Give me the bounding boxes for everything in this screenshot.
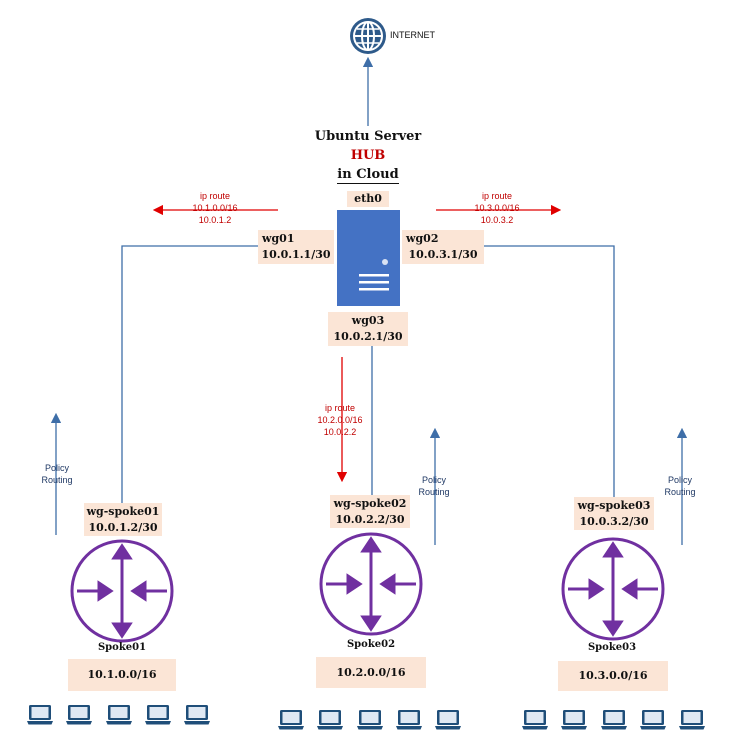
- route-left-label: ip route 10.1.0.0/16 10.0.1.2: [180, 190, 250, 226]
- spoke01-iface: wg-spoke01: [86, 505, 160, 518]
- eth0-box: eth0: [347, 191, 389, 207]
- spoke02-ip: 10.0.2.2/30: [335, 513, 405, 526]
- policy-label-spoke02: Policy Routing: [410, 474, 458, 498]
- laptop-icon: [522, 710, 548, 730]
- laptop-icon: [278, 710, 304, 730]
- spoke01-ip: 10.0.1.2/30: [88, 521, 158, 534]
- policy-spoke01-l1: Policy: [44, 463, 69, 473]
- policy-spoke01-l2: Routing: [41, 475, 73, 485]
- laptop-icon: [66, 705, 92, 725]
- hub-title: Ubuntu Server: [314, 129, 422, 144]
- router-icon: [70, 539, 174, 643]
- spoke02-lan-box: 10.2.0.0/16: [316, 657, 426, 688]
- wg01-box: wg01 10.0.1.1/30: [258, 230, 334, 264]
- laptop-row: [27, 705, 705, 730]
- spoke03-iface: wg-spoke03: [577, 499, 651, 512]
- route-center-l2: 10.2.0.0/16: [317, 415, 363, 425]
- route-center-l1: ip route: [324, 403, 356, 413]
- route-right-l2: 10.3.0.0/16: [474, 203, 520, 213]
- spoke02-iface-box: wg-spoke02 10.0.2.2/30: [330, 495, 410, 528]
- router-icon: [561, 537, 665, 641]
- laptop-group-spoke03: [522, 710, 705, 730]
- spoke02-iface: wg-spoke02: [333, 497, 407, 510]
- laptop-group-spoke01: [27, 705, 210, 725]
- wg03-name: wg03: [351, 314, 385, 327]
- laptop-icon: [317, 710, 343, 730]
- route-left-l1: ip route: [199, 191, 231, 201]
- spoke03-ip: 10.0.3.2/30: [579, 515, 649, 528]
- globe-icon: [350, 18, 386, 54]
- hub-location-wrap: in Cloud: [298, 167, 438, 184]
- policy-label-spoke03: Policy Routing: [656, 474, 704, 498]
- policy-spoke03-l2: Routing: [664, 487, 696, 497]
- wg02-name: wg02: [406, 232, 439, 245]
- laptop-group-spoke02: [278, 710, 461, 730]
- hub-location: in Cloud: [337, 167, 399, 184]
- route-right-l1: ip route: [481, 191, 513, 201]
- spoke01-lan-box: 10.1.0.0/16: [68, 659, 176, 691]
- spoke01-name: Spoke01: [97, 642, 147, 653]
- route-center-l3: 10.0.2.2: [323, 427, 357, 437]
- hub-spoke01-link: [121, 245, 258, 503]
- route-left-l3: 10.0.1.2: [198, 215, 232, 225]
- internet-label: INTERNET: [390, 30, 435, 40]
- hub-role: HUB: [350, 148, 386, 163]
- hub-spoke03-link: [484, 245, 615, 497]
- laptop-icon: [601, 710, 627, 730]
- wg02-ip: 10.0.3.1/30: [408, 248, 478, 261]
- laptop-icon: [184, 705, 210, 725]
- spoke02-name: Spoke02: [346, 639, 396, 650]
- laptop-icon: [106, 705, 132, 725]
- spoke01-iface-box: wg-spoke01 10.0.1.2/30: [84, 503, 162, 536]
- laptop-icon: [396, 710, 422, 730]
- policy-spoke02-l2: Routing: [418, 487, 450, 497]
- spoke03-lan-box: 10.3.0.0/16: [558, 661, 668, 691]
- wg02-box: wg02 10.0.3.1/30: [402, 230, 484, 264]
- laptop-icon: [561, 710, 587, 730]
- spoke03-lan: 10.3.0.0/16: [578, 669, 648, 682]
- route-center-label: ip route 10.2.0.0/16 10.0.2.2: [305, 402, 375, 438]
- wg01-ip: 10.0.1.1/30: [261, 248, 331, 261]
- laptop-icon: [357, 710, 383, 730]
- router-icon: [319, 532, 423, 636]
- spoke01-lan: 10.1.0.0/16: [87, 668, 157, 681]
- route-right-label: ip route 10.3.0.0/16 10.0.3.2: [462, 190, 532, 226]
- spoke03-iface-box: wg-spoke03 10.0.3.2/30: [574, 497, 654, 530]
- server-icon: [337, 210, 400, 306]
- route-right-l3: 10.0.3.2: [480, 215, 514, 225]
- laptop-icon: [27, 705, 53, 725]
- spoke03-name: Spoke03: [587, 642, 637, 653]
- policy-spoke03-l1: Policy: [667, 475, 692, 485]
- eth0-label: eth0: [354, 192, 382, 205]
- spoke02-lan: 10.2.0.0/16: [336, 666, 406, 679]
- route-left-l2: 10.1.0.0/16: [192, 203, 238, 213]
- wg01-name: wg01: [262, 232, 295, 245]
- laptop-icon: [679, 710, 705, 730]
- policy-spoke02-l1: Policy: [421, 475, 446, 485]
- laptop-icon: [145, 705, 171, 725]
- wg03-box: wg03 10.0.2.1/30: [328, 312, 408, 346]
- policy-label-spoke01: Policy Routing: [33, 462, 81, 486]
- wg03-ip: 10.0.2.1/30: [333, 330, 403, 343]
- laptop-icon: [435, 710, 461, 730]
- laptop-icon: [640, 710, 666, 730]
